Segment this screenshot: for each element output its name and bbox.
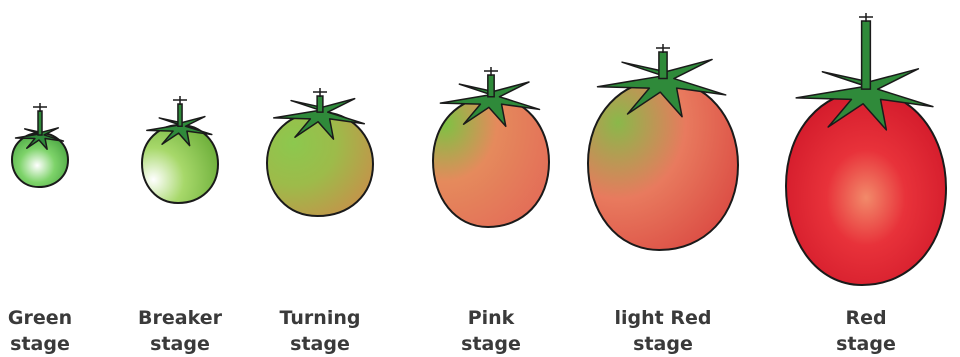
stem-tip — [33, 103, 47, 112]
stem — [659, 52, 667, 79]
stage-name: Breaker — [100, 305, 260, 331]
stem-tip — [484, 67, 498, 76]
stage-suffix: stage — [411, 331, 571, 357]
tomato-1 — [12, 103, 68, 187]
stem — [38, 111, 42, 135]
stem — [178, 104, 182, 126]
tomato-fruit — [588, 80, 738, 250]
stage-suffix: stage — [583, 331, 743, 357]
stem — [862, 21, 871, 89]
stage-name: Red — [786, 305, 946, 331]
tomato-fruit — [433, 97, 549, 227]
tomato-2 — [142, 96, 218, 203]
stem — [317, 96, 323, 112]
tomato-fruit — [142, 125, 218, 203]
stem-tip — [656, 44, 670, 53]
tomato-fruit — [267, 112, 373, 216]
stage-name: Pink — [411, 305, 571, 331]
tomato-5 — [588, 44, 738, 250]
tomato-6 — [786, 13, 946, 285]
tomato-fruit — [786, 91, 946, 285]
stage-suffix: stage — [100, 331, 260, 357]
tomato-4 — [433, 67, 549, 227]
stage-suffix: stage — [240, 331, 400, 357]
stage-name: Turning — [240, 305, 400, 331]
stem-tip — [313, 88, 327, 97]
tomato-3 — [267, 88, 373, 216]
stem — [488, 75, 494, 97]
stage-suffix: stage — [786, 331, 946, 357]
stage-name: light Red — [583, 305, 743, 331]
stem-tip — [173, 96, 187, 105]
